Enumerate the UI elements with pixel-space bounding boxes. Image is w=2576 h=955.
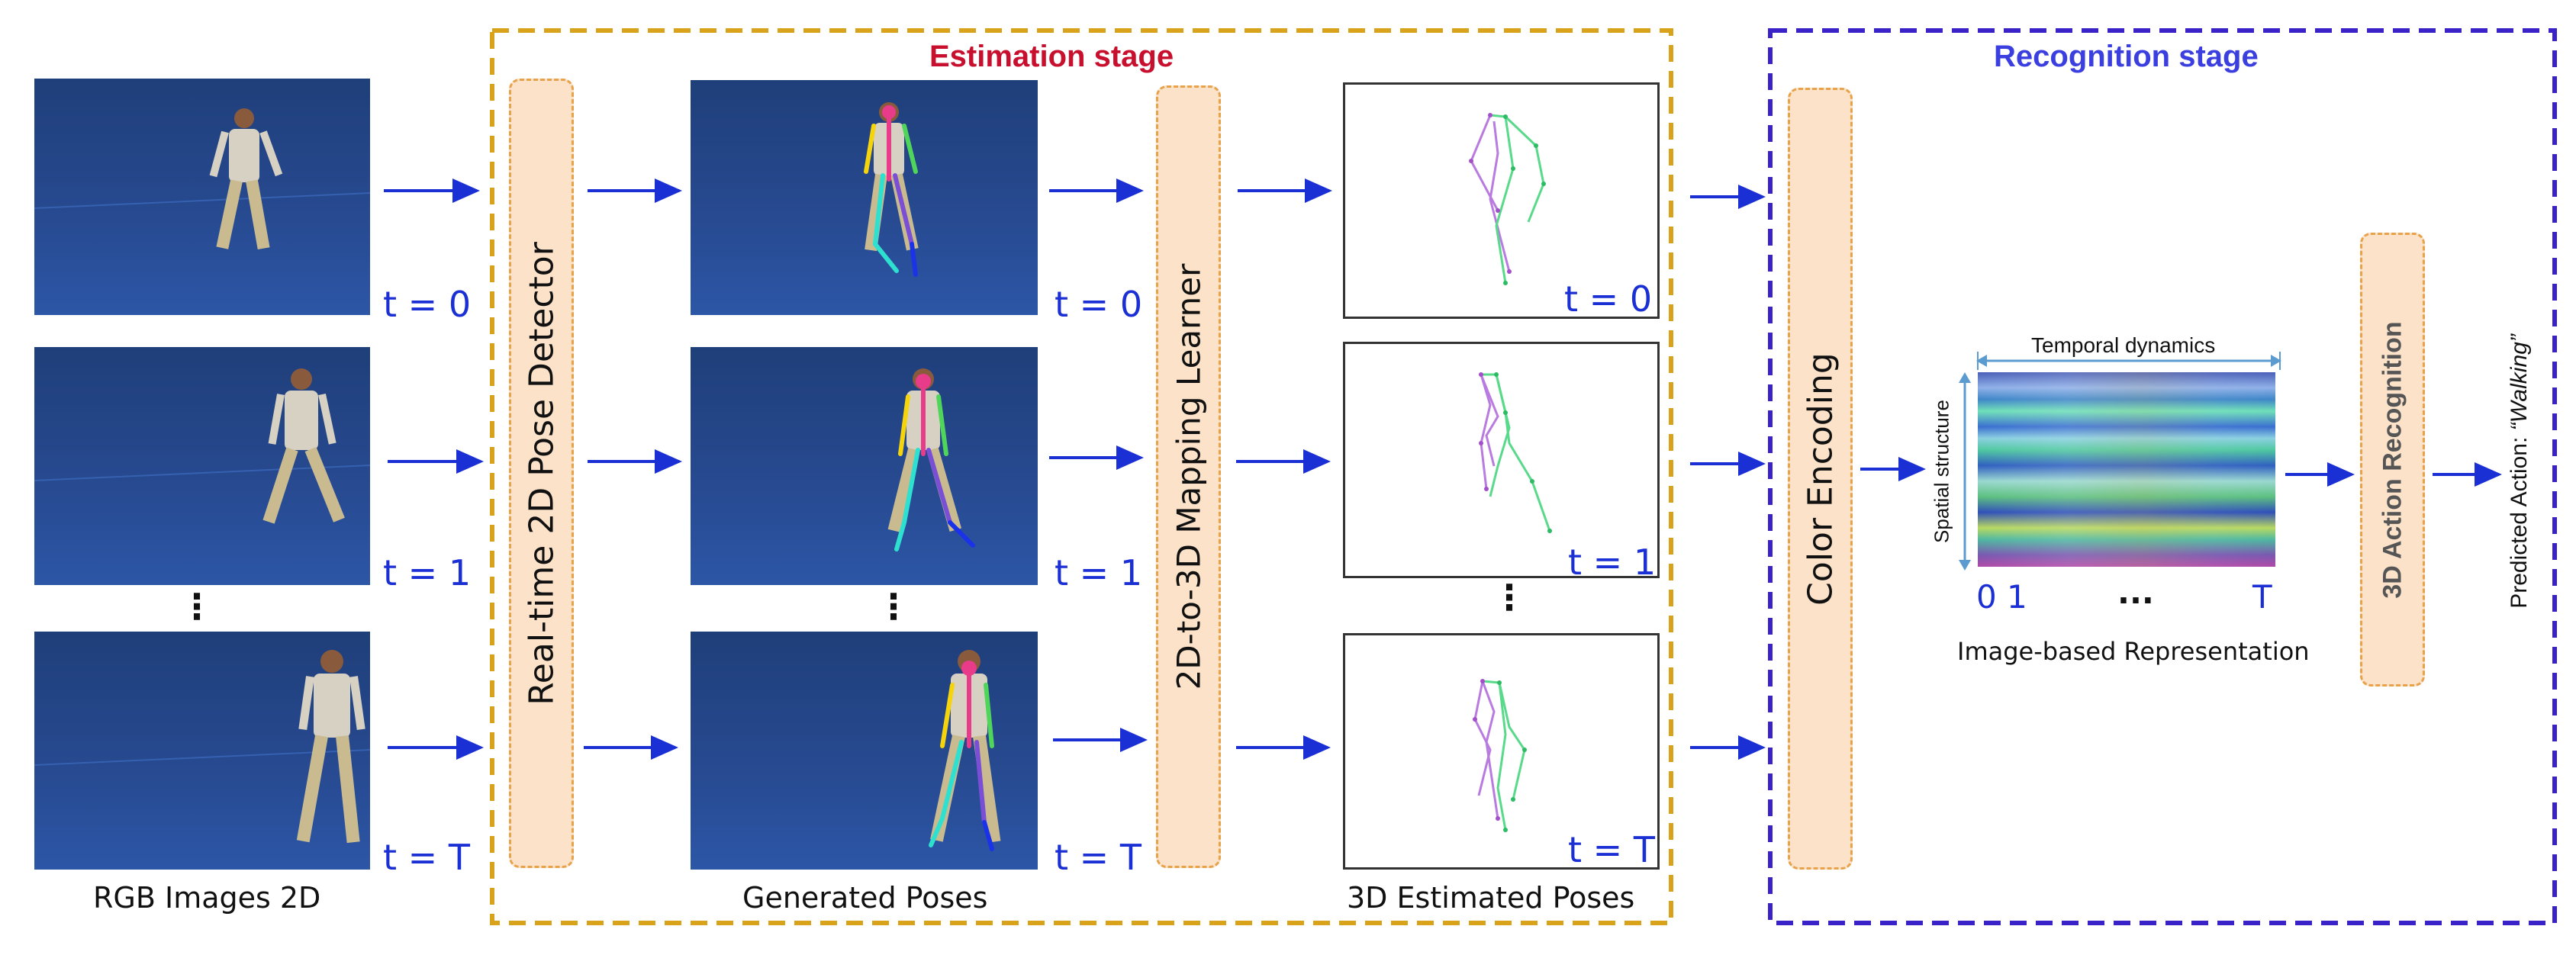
- ellipsis-generated: ⋮: [876, 586, 911, 627]
- mapping-learner-label: 2D-to-3D Mapping Learner: [1170, 263, 1207, 690]
- color-encoded-image: [1978, 372, 2275, 567]
- estimation-stage-frame: [490, 28, 1673, 925]
- axis-tick-0: 0: [1976, 578, 1997, 616]
- caption-generated: Generated Poses: [742, 881, 988, 915]
- estimation-stage-title: Estimation stage: [929, 40, 1174, 73]
- temporal-dynamics-arrow: [1976, 352, 2281, 370]
- generated-pose-frame-t1: [691, 347, 1038, 585]
- predicted-action: Predicted Action: “Walking”: [2507, 334, 2533, 609]
- rgb-frame-t0: [34, 79, 370, 315]
- axis-tick-T: T: [2252, 578, 2272, 616]
- rgb-frame-tT: [34, 632, 370, 870]
- time-label-est-T: t = T: [1568, 829, 1655, 870]
- mapping-learner-block: 2D-to-3D Mapping Learner: [1156, 85, 1221, 868]
- generated-pose-frame-tT: [691, 632, 1038, 870]
- ellipsis-estimated: ⋮: [1492, 577, 1527, 618]
- rgb-frame-t1: [34, 347, 370, 585]
- color-encoding-label: Color Encoding: [1801, 352, 1840, 606]
- estimated-pose-panel-t1: [1343, 342, 1660, 578]
- time-label-est-0: t = 0: [1564, 278, 1653, 320]
- caption-estimated: 3D Estimated Poses: [1347, 881, 1635, 915]
- estimated-pose-panel-t0: [1343, 82, 1660, 319]
- recognition-stage-frame: [1768, 28, 2557, 925]
- action-recognition-block: 3D Action Recognition: [2360, 233, 2425, 687]
- temporal-dynamics-label: Temporal dynamics: [2031, 333, 2216, 357]
- axis-tick-ellipsis: ...: [2117, 574, 2154, 611]
- spatial-structure-arrow: [1959, 372, 1971, 571]
- time-label-rgb-0: t = 0: [383, 284, 472, 325]
- pose-detector-label: Real-time 2D Pose Detector: [522, 241, 561, 706]
- time-label-rgb-T: t = T: [383, 837, 470, 878]
- caption-representation: Image-based Representation: [1957, 637, 2310, 666]
- time-label-gen-0: t = 0: [1055, 284, 1143, 325]
- caption-rgb: RGB Images 2D: [93, 881, 321, 915]
- ellipsis-rgb: ⋮: [179, 586, 214, 627]
- spatial-structure-label: Spatial structure: [1930, 400, 1953, 543]
- time-label-rgb-1: t = 1: [383, 552, 472, 593]
- time-label-gen-T: t = T: [1055, 837, 1141, 878]
- color-encoding-block: Color Encoding: [1788, 88, 1853, 870]
- recognition-stage-title: Recognition stage: [1994, 40, 2259, 73]
- action-recognition-label: 3D Action Recognition: [2378, 320, 2407, 599]
- person-figure: [209, 108, 283, 250]
- predicted-action-prefix: Predicted Action:: [2507, 430, 2532, 609]
- pose-detector-block: Real-time 2D Pose Detector: [509, 79, 574, 868]
- estimated-pose-panel-tT: [1343, 633, 1660, 870]
- time-label-est-1: t = 1: [1568, 542, 1657, 583]
- generated-pose-frame-t0: [691, 80, 1038, 315]
- time-label-gen-1: t = 1: [1055, 552, 1143, 593]
- axis-tick-1: 1: [2007, 578, 2027, 616]
- predicted-action-value: “Walking”: [2507, 334, 2532, 431]
